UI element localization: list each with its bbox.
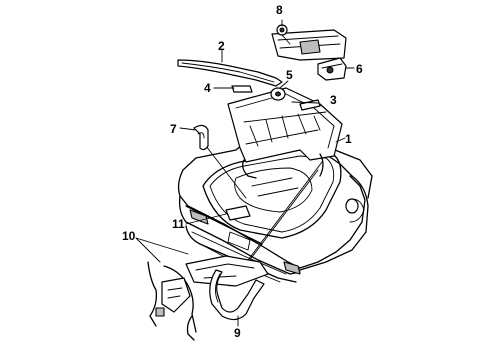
callout-11: 11 [172, 217, 185, 231]
floor-tray [185, 255, 269, 287]
callout-3: 3 [330, 93, 337, 107]
latch-assembly [317, 57, 347, 81]
emblem-part-4 [231, 85, 253, 93]
trunk-lid [227, 87, 343, 179]
callout-labels: 1 2 3 4 5 6 7 8 9 10 11 [122, 3, 363, 340]
trunk-trim [225, 205, 251, 221]
weatherstrip [177, 59, 283, 87]
leader-lines [135, 19, 355, 327]
wiring-harness [147, 261, 197, 341]
callout-1: 1 [345, 132, 352, 146]
callout-8: 8 [276, 3, 283, 17]
drain-hose [209, 269, 265, 321]
car-rear-body [177, 139, 373, 283]
callout-2: 2 [218, 39, 225, 53]
callout-9: 9 [234, 326, 241, 340]
callout-10: 10 [122, 229, 136, 243]
callout-6: 6 [356, 62, 363, 76]
latch-panel [271, 24, 347, 61]
striker [193, 124, 209, 151]
lock-cylinder [270, 87, 286, 101]
callout-4: 4 [204, 81, 211, 95]
callout-7: 7 [170, 122, 177, 136]
callout-5: 5 [286, 68, 293, 82]
